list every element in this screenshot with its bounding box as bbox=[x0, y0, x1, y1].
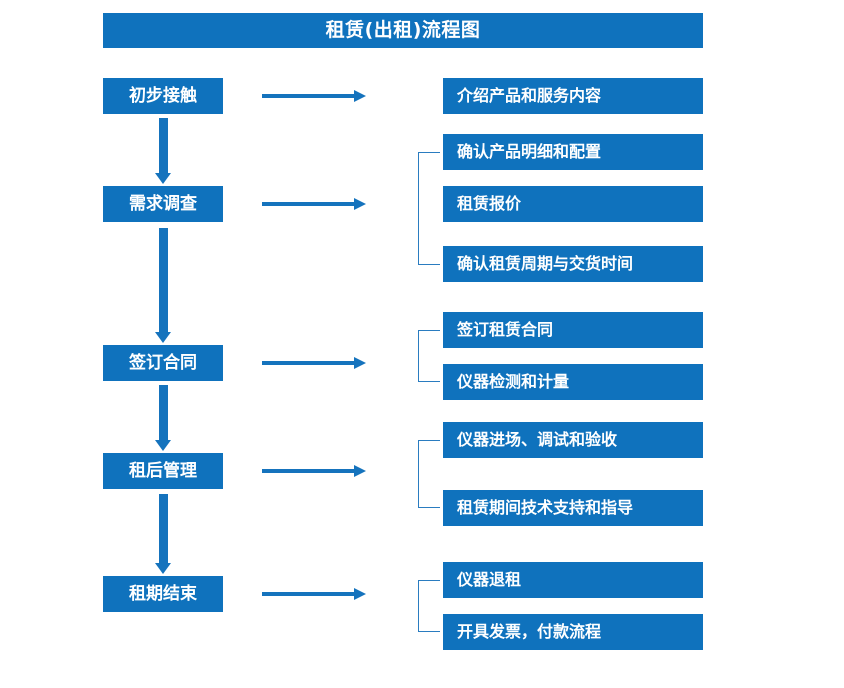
arrow-shaft bbox=[262, 592, 354, 596]
task-label: 仪器退租 bbox=[457, 570, 522, 589]
stage-label: 租期结束 bbox=[129, 583, 197, 604]
down-arrow-icon-4 bbox=[155, 494, 171, 574]
stage-box-requirement-survey[interactable]: 需求调查 bbox=[103, 186, 223, 222]
task-label: 租赁报价 bbox=[457, 194, 522, 213]
group-bracket-requirement-survey bbox=[418, 152, 440, 265]
task-label: 确认租赁周期与交货时间 bbox=[457, 254, 634, 273]
group-bracket-post-rental-management bbox=[418, 440, 440, 508]
down-arrow-icon-3 bbox=[155, 385, 171, 451]
task-box-sign-rental-contract[interactable]: 签订租赁合同 bbox=[443, 312, 703, 348]
arrow-head bbox=[354, 588, 366, 600]
task-box-instrument-return[interactable]: 仪器退租 bbox=[443, 562, 703, 598]
task-box-instrument-entry-commissioning[interactable]: 仪器进场、调试和验收 bbox=[443, 422, 703, 458]
arrow-head bbox=[354, 90, 366, 102]
group-bracket-sign-contract bbox=[418, 330, 440, 382]
task-label: 仪器检测和计量 bbox=[457, 372, 570, 391]
arrow-shaft bbox=[159, 385, 168, 440]
task-box-instrument-inspection[interactable]: 仪器检测和计量 bbox=[443, 364, 703, 400]
task-label: 签订租赁合同 bbox=[457, 320, 554, 339]
arrow-shaft bbox=[262, 202, 354, 206]
arrow-shaft bbox=[262, 94, 354, 98]
stage-box-lease-end[interactable]: 租期结束 bbox=[103, 576, 223, 612]
arrow-head bbox=[155, 563, 171, 574]
arrow-shaft bbox=[159, 118, 168, 173]
arrow-head bbox=[354, 357, 366, 369]
task-box-introduce-products[interactable]: 介绍产品和服务内容 bbox=[443, 78, 703, 114]
stage-label: 签订合同 bbox=[129, 352, 197, 373]
task-label: 介绍产品和服务内容 bbox=[457, 86, 602, 105]
stage-box-post-rental-management[interactable]: 租后管理 bbox=[103, 453, 223, 489]
page-title: 租赁(出租)流程图 bbox=[325, 19, 481, 41]
arrow-shaft bbox=[159, 228, 168, 332]
task-label: 仪器进场、调试和验收 bbox=[457, 430, 618, 449]
group-bracket-lease-end bbox=[418, 580, 440, 632]
stage-box-sign-contract[interactable]: 签订合同 bbox=[103, 345, 223, 381]
arrow-head bbox=[155, 440, 171, 451]
arrow-head bbox=[155, 173, 171, 184]
arrow-shaft bbox=[262, 469, 354, 473]
task-box-invoice-payment[interactable]: 开具发票，付款流程 bbox=[443, 614, 703, 650]
arrow-head bbox=[354, 198, 366, 210]
arrow-head bbox=[354, 465, 366, 477]
task-label: 租赁期间技术支持和指导 bbox=[457, 498, 634, 517]
stage-label: 需求调查 bbox=[129, 193, 197, 214]
task-label: 确认产品明细和配置 bbox=[457, 142, 602, 161]
arrow-head bbox=[155, 332, 171, 343]
arrow-shaft bbox=[159, 494, 168, 563]
task-box-technical-support[interactable]: 租赁期间技术支持和指导 bbox=[443, 490, 703, 526]
down-arrow-icon-2 bbox=[155, 228, 171, 343]
stage-box-initial-contact[interactable]: 初步接触 bbox=[103, 78, 223, 114]
task-label: 开具发票，付款流程 bbox=[457, 622, 602, 641]
diagram-title-banner: 租赁(出租)流程图 bbox=[103, 13, 703, 48]
down-arrow-icon-1 bbox=[155, 118, 171, 184]
task-box-rental-quotation[interactable]: 租赁报价 bbox=[443, 186, 703, 222]
arrow-shaft bbox=[262, 361, 354, 365]
task-box-confirm-period-delivery[interactable]: 确认租赁周期与交货时间 bbox=[443, 246, 703, 282]
task-box-confirm-product-details[interactable]: 确认产品明细和配置 bbox=[443, 134, 703, 170]
stage-label: 初步接触 bbox=[129, 85, 197, 106]
stage-label: 租后管理 bbox=[129, 460, 197, 481]
